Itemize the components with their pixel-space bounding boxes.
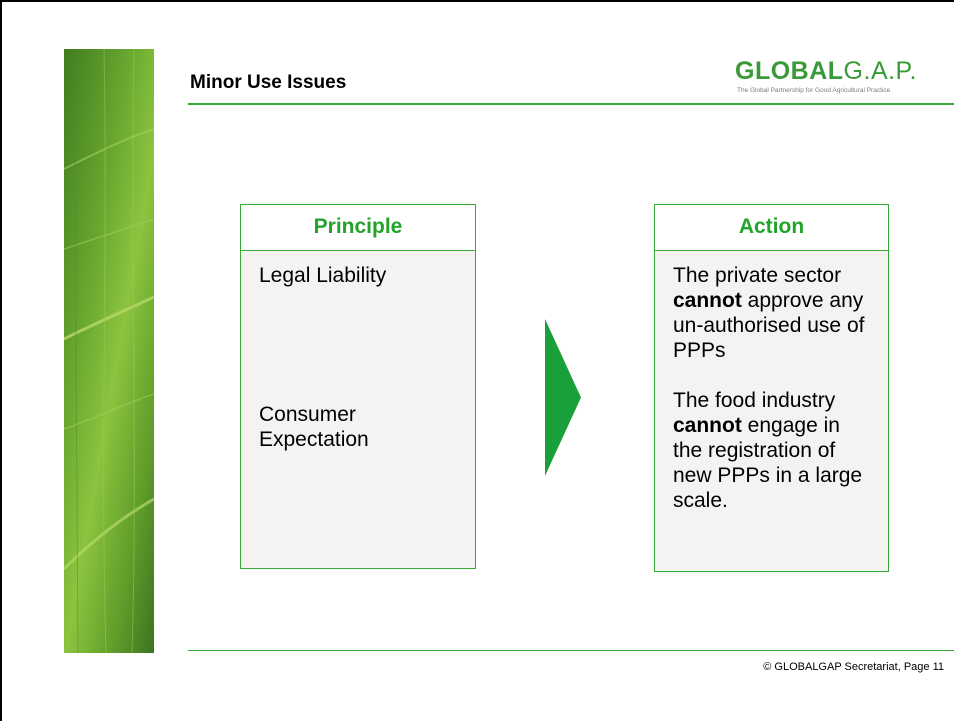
principle-body: Legal Liability Consumer Expectation [241,251,475,452]
principle-heading: Principle [241,205,475,251]
action-item-text: approve any un-authorised use of PPPs [673,289,865,362]
action-item-text: The private sector [673,264,842,287]
principle-item: Consumer Expectation [259,403,369,451]
title-divider [188,103,954,105]
principle-box: Principle Legal Liability Consumer Expec… [240,204,476,569]
leaf-texture-image [64,49,154,653]
globalgap-logo: GLOBALG.A.P. The Global Partnership for … [735,57,953,97]
action-item-emphasis: cannot [673,414,742,437]
right-triangle-arrow-icon [545,319,581,476]
action-heading: Action [655,205,888,251]
action-box: Action The private sector cannot approve… [654,204,889,572]
action-item-text: The food industry [673,389,836,412]
principle-item: Legal Liability [259,264,387,287]
slide-title: Minor Use Issues [190,72,347,93]
action-item: The food industry cannot engage in the r… [673,388,870,513]
leaf-veins-graphic [64,49,154,653]
logo-wordmark: GLOBALG.A.P. [735,57,917,86]
footer-text: © GLOBALGAP Secretariat, Page 11 [763,661,944,673]
logo-tagline: The Global Partnership for Good Agricult… [737,87,891,94]
action-item-emphasis: cannot [673,289,742,312]
footer-divider [188,650,954,651]
logo-light-text: G.A.P. [843,57,917,85]
action-body: The private sector cannot approve any un… [655,251,888,513]
action-item-text: engage in the registration of new PPPs i… [673,414,863,512]
logo-bold-text: GLOBAL [735,57,844,85]
action-item: The private sector cannot approve any un… [673,263,870,363]
